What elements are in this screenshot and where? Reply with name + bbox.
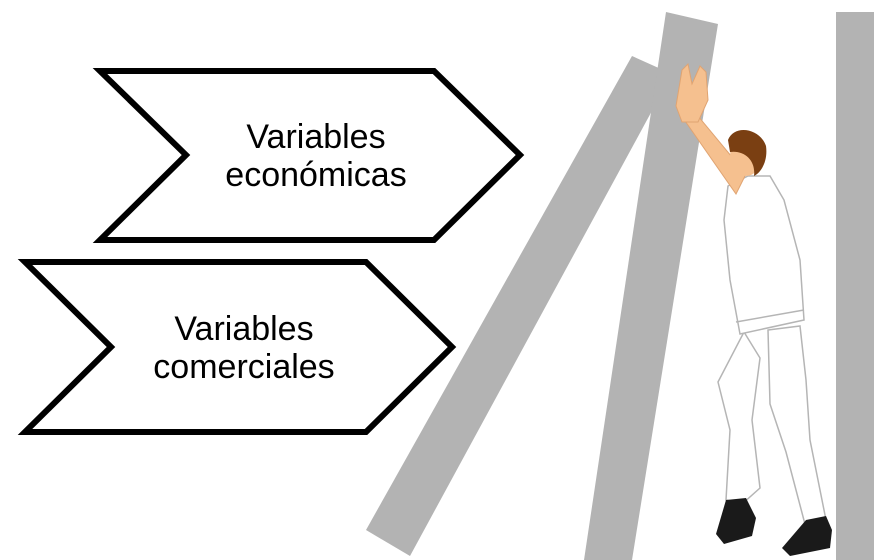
chevron-label-line: Variables <box>174 310 314 348</box>
person-pushing-icon <box>675 62 832 556</box>
chevron-label-commercial-variables: Variables comerciales <box>124 310 364 386</box>
standing-pillar-right <box>836 12 874 560</box>
chevron-arrow-2 <box>17 259 457 435</box>
falling-pillar-middle <box>584 12 718 560</box>
chevron-label-economic-variables: Variables económicas <box>196 118 436 194</box>
chevron-label-line: Variables <box>246 118 386 156</box>
chevron-label-line: comerciales <box>153 348 335 386</box>
chevron-label-line: económicas <box>225 156 407 194</box>
falling-pillar-left <box>366 56 672 556</box>
chevron-arrow-1 <box>92 68 525 243</box>
